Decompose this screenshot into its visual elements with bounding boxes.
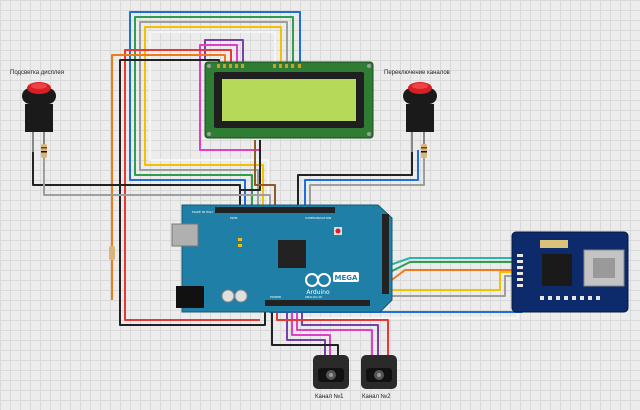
wire-lcd-blue <box>129 11 301 205</box>
right-push-button <box>403 82 437 158</box>
wire-lcd-green <box>134 16 294 205</box>
arduino-communication-label: COMMUNICATION <box>305 216 331 220</box>
wire-eth-orange <box>384 269 515 286</box>
left-button-label: Подсветка дисплея <box>10 70 64 76</box>
wire-ch-black-1 <box>271 305 339 355</box>
arduino-pwm-label: PWM <box>230 216 238 220</box>
microcontroller-chip <box>278 240 306 268</box>
power-jack <box>176 286 204 308</box>
wire-lcd-brown <box>254 140 276 205</box>
wire-left-button-gray <box>43 150 271 205</box>
arduino-model: MEGA <box>335 274 358 282</box>
wire-lcd-white <box>149 31 276 205</box>
wire-left-button-black <box>32 150 241 205</box>
analog-header <box>265 300 370 306</box>
channel2-label: Канал №2 <box>362 394 391 400</box>
digital-header <box>215 207 335 213</box>
arduino-power-label: POWER <box>270 295 281 299</box>
lcd-pins <box>217 64 301 68</box>
lcd-screen <box>222 79 356 121</box>
crystal <box>540 240 568 248</box>
side-header <box>382 214 389 294</box>
wire-right-button-black <box>297 150 413 205</box>
arduino-brand: Arduino <box>306 289 330 296</box>
ethernet-module <box>511 231 629 313</box>
wire-lcd-gray <box>139 21 288 205</box>
wire-eth-green <box>389 261 515 273</box>
lcd-display <box>204 61 374 139</box>
wire-lcd-orange <box>111 54 226 300</box>
wire-lcd-black-top <box>119 59 266 326</box>
wire-ch-pink-2 <box>296 305 373 355</box>
right-button-label: Переключение каналов <box>384 70 450 76</box>
ethernet-chip <box>542 254 572 286</box>
wire-lcd-black-bottom <box>240 140 261 191</box>
wire-ch-purple-2 <box>301 305 379 355</box>
infinity-logo-icon <box>305 273 331 287</box>
arduino-analog-label: ANALOG IN <box>305 295 322 299</box>
wire-ch-purple-1 <box>286 305 326 355</box>
wire-right-button-gray <box>309 150 425 205</box>
wire-lcd-pink <box>199 44 260 151</box>
wire-eth-teal <box>389 257 515 266</box>
wire-lcd-yellow <box>144 26 282 205</box>
left-push-button <box>22 82 56 158</box>
arduino-made-in: MADE IN ITALY <box>192 210 214 214</box>
channel-connector-1 <box>313 355 349 389</box>
resistor-left-line <box>109 246 115 260</box>
arduino-mega-board: MEGA Arduino MADE IN ITALY PWM COMMUNICA… <box>171 204 393 313</box>
wire-lcd-red-top <box>124 49 260 321</box>
wire-eth-yellow <box>380 271 515 291</box>
wire-eth-gray <box>380 275 515 297</box>
channel-connector-2 <box>361 355 397 389</box>
usb-port <box>171 223 199 247</box>
reset-button <box>335 228 341 234</box>
channel1-label: Канал №1 <box>315 394 344 400</box>
wire-right-button-blue <box>304 150 419 205</box>
